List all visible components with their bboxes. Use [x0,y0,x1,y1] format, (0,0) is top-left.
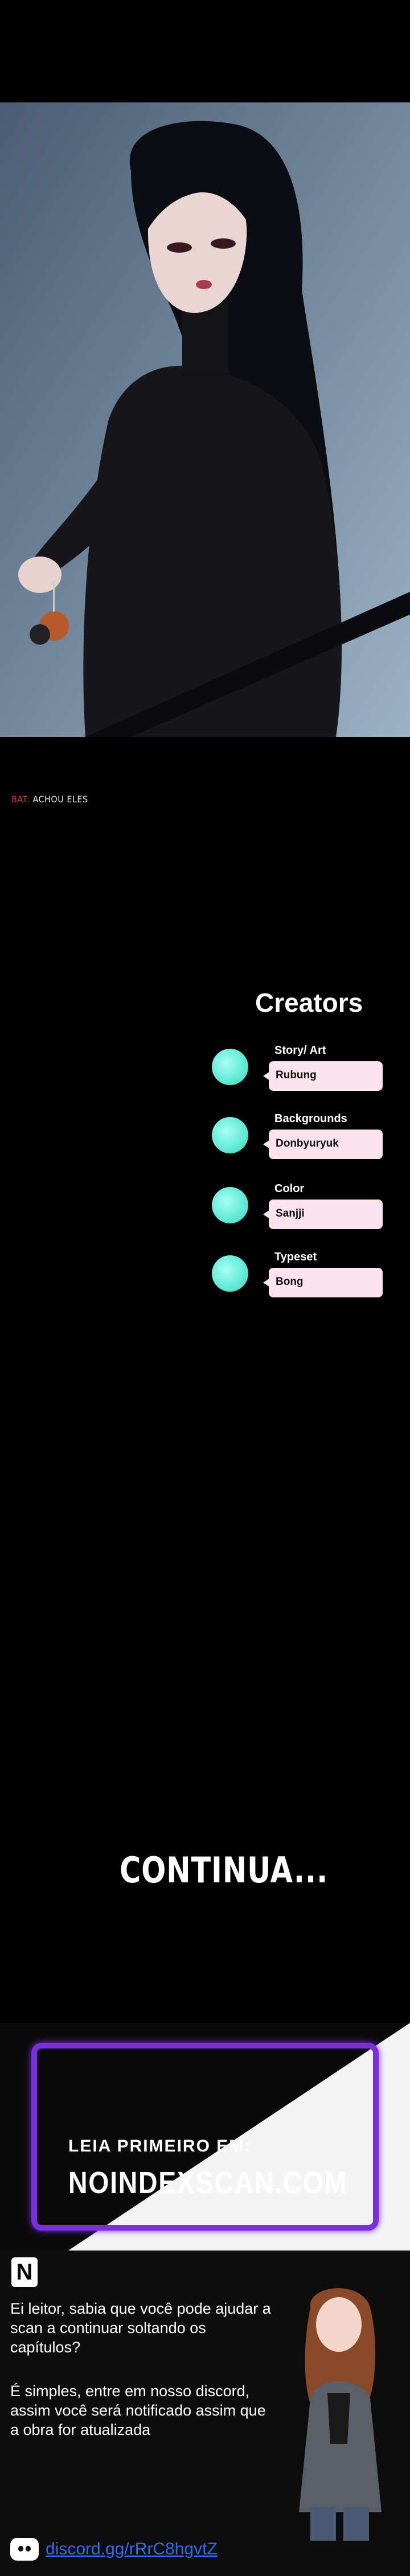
creators-title: Creators [255,988,363,1017]
scan-logo-icon: N [11,2257,38,2287]
credit-story-art: Story/ Art Rubung [212,1044,383,1095]
top-black-space [0,0,410,102]
scan-footer: N Ei leitor, sabia que você pode ajudar … [0,2251,410,2576]
credit-color: Color Sanjji [212,1182,383,1234]
comic-panel-illustration [0,102,410,737]
credit-avatar [212,1117,248,1153]
credit-name-bubble: Donbyuryuk [263,1130,383,1159]
credit-role: Color [274,1182,305,1195]
banner-lead-text: LEIA PRIMEIRO EM: [68,2137,252,2155]
credit-avatar [212,1255,248,1292]
credit-name: Sanjji [276,1207,305,1219]
sfx-text: ACHOU ELES [32,794,88,805]
credit-avatar [212,1049,248,1085]
credit-name: Donbyuryuk [276,1137,339,1149]
footer-paragraph-2: É simples, entre em nosso discord, assim… [10,2383,266,2438]
credit-name: Bong [276,1276,304,1288]
comic-panel-woman [0,102,410,737]
credit-role: Story/ Art [274,1044,326,1057]
credit-avatar [212,1187,248,1223]
discord-link-row[interactable]: discord.gg/rRrC8hgvtZ [10,2538,218,2561]
banner-site-link[interactable]: NOINDEXSCAN.COM [68,2166,348,2200]
sfx-caption: BAT: ACHOU ELES [11,794,88,805]
continua-text: CONTINUA... [120,1849,329,1891]
credit-name-bubble: Rubung [263,1061,383,1091]
credit-backgrounds: Backgrounds Donbyuryuk [212,1112,383,1164]
banner-frame [31,2043,379,2231]
credit-name: Rubung [276,1069,317,1081]
credit-role: Backgrounds [274,1112,347,1125]
credit-name-bubble: Sanjji [263,1200,383,1229]
banner-diagonal-shape [68,2023,410,2251]
discord-link[interactable]: discord.gg/rRrC8hgvtZ [46,2540,218,2558]
credit-role: Typeset [274,1251,317,1263]
mascot-girl-illustration [299,2288,382,2541]
sfx-speaker: BAT: [11,794,30,805]
credit-name-bubble: Bong [263,1268,383,1297]
discord-icon [10,2538,39,2561]
scan-banner[interactable]: LEIA PRIMEIRO EM: NOINDEXSCAN.COM [0,2023,410,2251]
credit-typeset: Typeset Bong [212,1251,383,1302]
footer-paragraph-1: Ei leitor, sabia que você pode ajudar a … [10,2300,271,2356]
